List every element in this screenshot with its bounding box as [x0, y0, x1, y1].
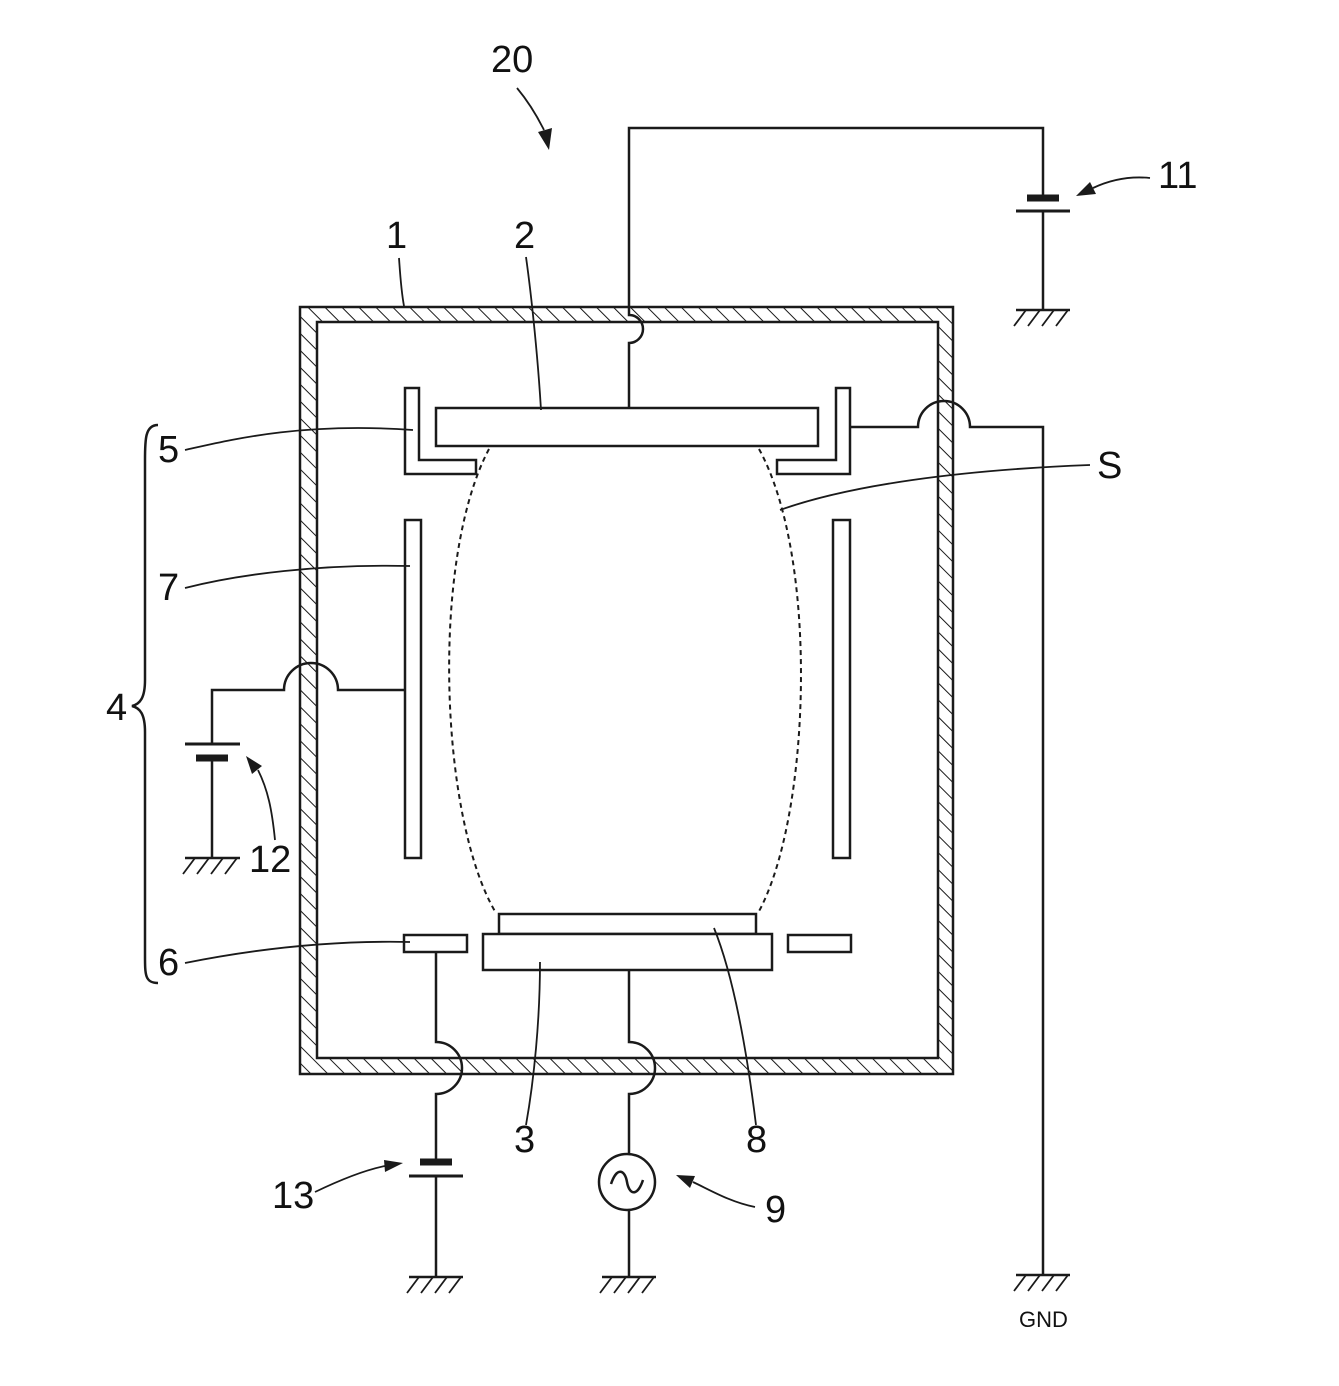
side-shield-left	[405, 520, 421, 858]
plasma-space-outline-right	[758, 449, 801, 913]
side-shield-right	[833, 520, 850, 858]
label-3: 3	[514, 1119, 535, 1161]
label-20: 20	[491, 39, 533, 81]
ground-symbol-12	[183, 858, 240, 874]
ground-symbol-gnd	[1014, 1275, 1070, 1291]
ground-symbol-11	[1014, 310, 1070, 326]
wire-target-to-source-11	[629, 128, 1043, 408]
ground-symbol-9	[600, 1277, 656, 1293]
leader-lines	[185, 88, 1150, 1207]
label-2: 2	[514, 215, 535, 257]
label-6: 6	[158, 942, 179, 984]
shield-group-brace	[132, 425, 158, 983]
lower-shield-right	[788, 935, 851, 952]
label-11: 11	[1158, 155, 1197, 197]
ground-symbol-13	[407, 1277, 463, 1293]
label-gnd: GND	[1019, 1307, 1068, 1332]
label-9: 9	[765, 1189, 786, 1231]
label-13: 13	[272, 1175, 314, 1217]
label-S: S	[1097, 445, 1122, 487]
label-5: 5	[158, 429, 179, 471]
label-7: 7	[158, 567, 179, 609]
label-8: 8	[746, 1119, 767, 1161]
dc-power-source-11	[1016, 198, 1070, 211]
plasma-space-outline	[449, 449, 496, 913]
substrate-holder	[483, 934, 772, 970]
lower-shield-left	[404, 935, 467, 952]
dc-power-source-13	[409, 1162, 463, 1176]
substrate	[499, 914, 756, 934]
target-electrode	[436, 408, 818, 446]
rf-power-source-9	[599, 1154, 655, 1210]
label-12: 12	[249, 839, 291, 881]
label-1: 1	[386, 215, 407, 257]
label-4: 4	[106, 687, 127, 729]
dc-power-source-12	[185, 744, 240, 758]
